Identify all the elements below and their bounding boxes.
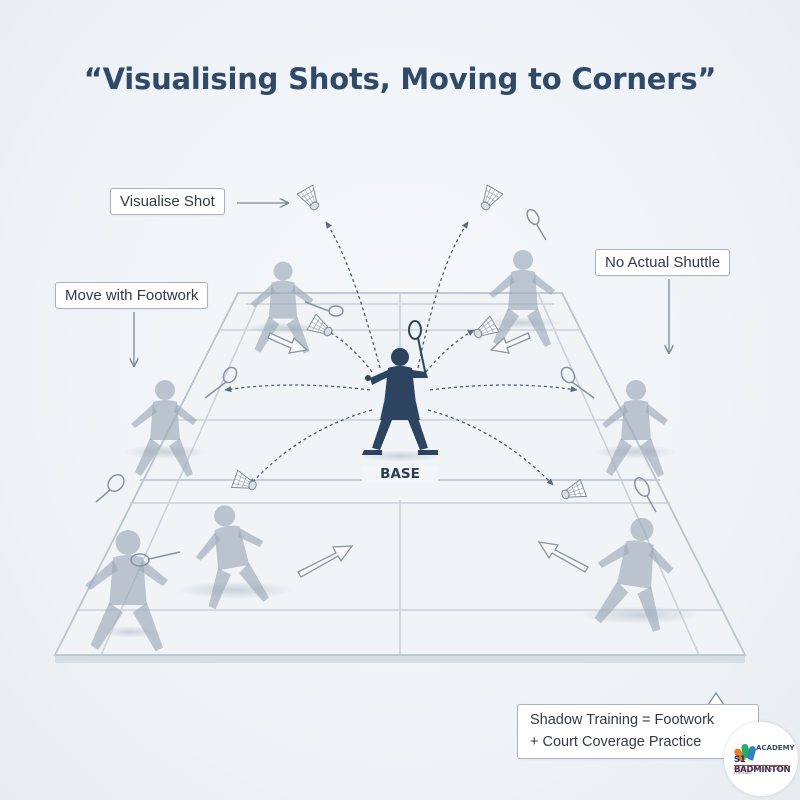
- summary-line-2: + Court Coverage Practice: [530, 734, 702, 750]
- arrow-icon: [267, 332, 589, 578]
- base-player: [362, 320, 438, 455]
- base-label: BASE: [362, 466, 438, 482]
- racket-icon: [95, 208, 657, 567]
- callout-move-with-footwork: Move with Footwork: [55, 282, 209, 309]
- callout-connectors: [134, 203, 725, 706]
- logo-line-1: ACADEMY: [756, 744, 795, 752]
- page-title: “Visualising Shots, Moving to Corners”: [83, 62, 717, 96]
- logo-line-2: S1 BADMINTON: [734, 755, 791, 775]
- academy-logo: ACADEMY S1 BADMINTON PREMIER BADMINTON C…: [724, 722, 798, 796]
- summary-callout: Shadow Training = Footwork + Court Cover…: [517, 704, 759, 759]
- callout-visualise-shot: Visualise Shot: [110, 188, 225, 215]
- callout-no-actual-shuttle: No Actual Shuttle: [595, 249, 731, 276]
- logo-line-3: PREMIER BADMINTON CLASSES FOR KIDS: [734, 767, 790, 775]
- summary-line-1: Shadow Training = Footwork: [530, 712, 715, 728]
- shot-trajectories: [224, 221, 578, 486]
